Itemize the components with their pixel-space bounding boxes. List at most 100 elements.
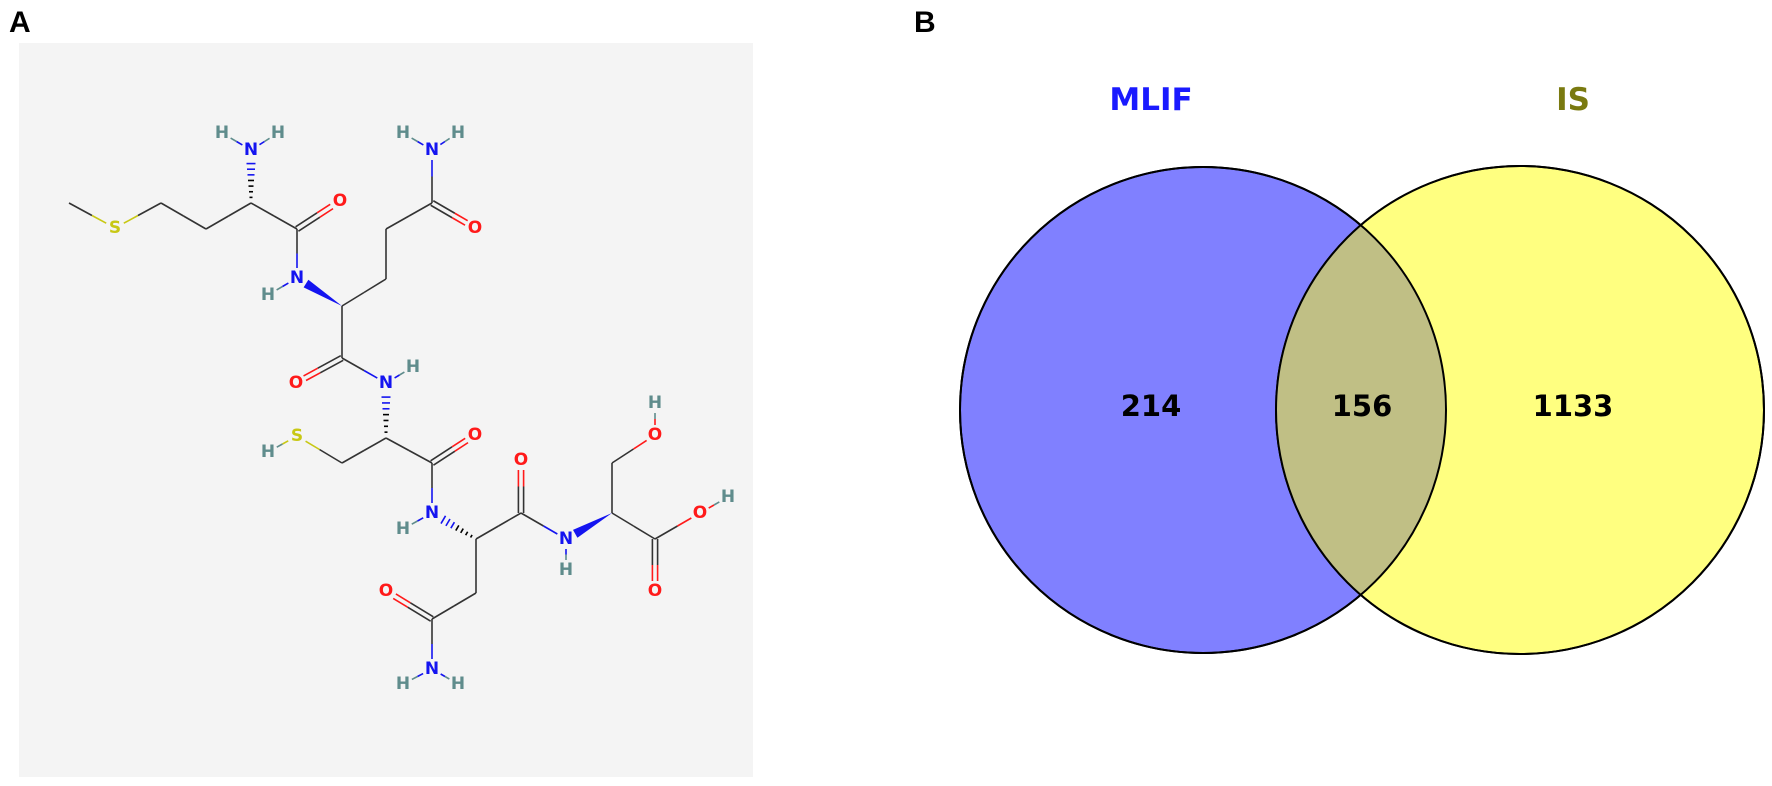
bond [160,202,184,217]
bond [520,512,544,527]
bond [453,592,477,607]
bond [407,606,432,622]
bond [439,140,446,146]
atom-label-o: O [648,581,662,601]
venn-outline-is [1275,165,1765,655]
bond [411,520,418,525]
bond [633,525,656,540]
bond [543,525,558,535]
bond [417,140,424,146]
bond [451,217,466,226]
bond [363,437,387,452]
panel-b-label: B [914,6,936,39]
atom-label-h: H [451,123,465,143]
venn-count-is-only: 1133 [1533,389,1614,423]
bond [183,215,207,230]
atom-label-h: H [396,123,410,143]
venn-title-mlif: MLIF [1109,82,1192,118]
atom-label-o: O [468,218,482,238]
panel-a-label: A [9,6,31,39]
wedge-bond [303,279,342,306]
atom-label-h: H [559,560,573,580]
bond [319,359,344,374]
bond [432,200,456,214]
bond [444,675,450,680]
atom-label-o: O [333,191,347,211]
atom-label-o: O [648,425,662,445]
bond [264,137,270,143]
atom-label-h: H [261,285,275,305]
bond [123,214,139,224]
atom-label-h: H [396,519,410,539]
bond [611,448,634,464]
hashed-bond [381,396,391,433]
atom-label-h: H [406,357,420,377]
bond [363,369,378,379]
atom-label-n: N [425,140,439,160]
hashed-bond [440,515,473,538]
atom-label-h: H [648,393,662,413]
bond [276,285,283,291]
bond [363,278,387,294]
bond [411,675,418,681]
bond [316,203,331,214]
atom-label-h: H [215,123,229,143]
bond [317,355,342,369]
bond [295,212,318,228]
bond [319,448,343,464]
bond [68,202,93,217]
atom-label-h: H [261,442,275,462]
bond [417,672,424,678]
bond [708,504,715,509]
bond [408,202,433,217]
venn-title-is: IS [1556,82,1590,118]
bond [431,605,455,620]
bond [713,501,720,506]
atom-label-h: H [396,674,410,694]
bond [250,202,275,217]
bond [394,374,400,379]
bond [205,215,229,230]
atom-label-o: O [693,503,707,523]
bond [451,437,466,448]
bond [236,140,243,146]
bond [654,525,678,540]
bond [282,440,289,445]
atom-label-n: N [290,268,304,288]
venn-outline-mlif [959,166,1447,654]
bond [230,137,237,143]
bond [395,593,411,604]
atom-label-o: O [514,450,528,470]
bond [341,357,365,372]
bond [305,440,320,451]
bond [228,202,252,217]
bond [454,212,469,222]
atom-label-h: H [271,123,285,143]
bond [282,282,289,288]
atom-label-n: N [244,140,258,160]
bond [677,517,692,527]
bond [454,441,469,452]
bond [633,439,648,450]
bond [392,597,409,608]
bond [440,673,446,678]
bond [273,215,298,230]
bond [611,512,634,527]
bond [409,602,434,618]
atom-label-n: N [559,529,573,549]
bond [305,372,321,382]
bond [91,214,107,224]
bond [303,367,319,377]
bond [417,517,424,522]
atom-label-n: N [379,373,393,393]
bond [297,216,321,232]
bond [475,525,499,540]
bond [385,215,410,230]
hashed-bond [246,162,256,199]
bond [341,291,365,307]
bond [276,443,283,448]
atom-label-o: O [289,373,303,393]
bond [385,437,410,452]
